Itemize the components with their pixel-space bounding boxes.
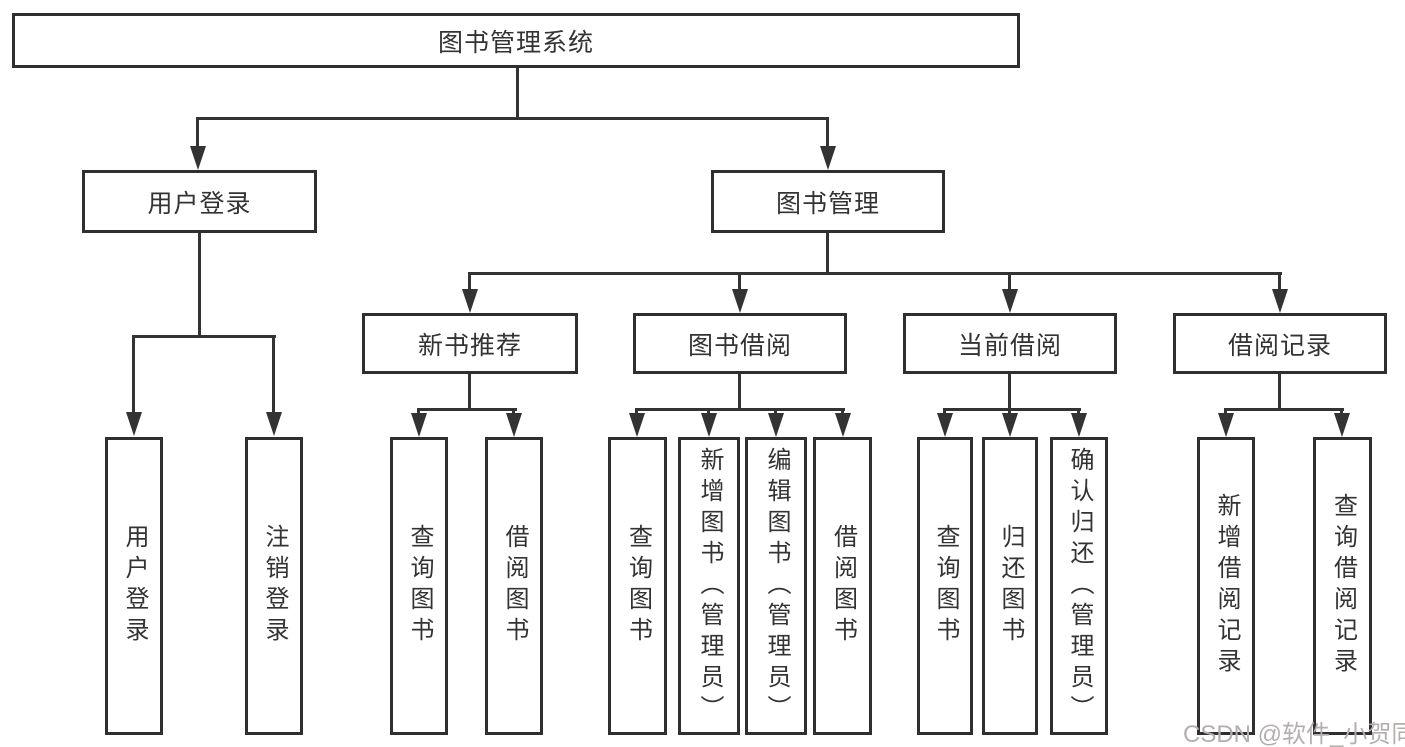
connector-line bbox=[1008, 373, 1011, 411]
leaf-query-books-3-label: 查询图书 bbox=[932, 524, 959, 648]
leaf-user-login-label: 用户登录 bbox=[121, 524, 148, 648]
node-current-borrow-label: 当前借阅 bbox=[957, 331, 1062, 360]
leaf-edit-books-admin-label: 编辑图书（管理员） bbox=[763, 446, 790, 726]
leaf-return-books: 归还图书 bbox=[982, 437, 1038, 735]
connector-line bbox=[738, 373, 741, 411]
connector-line bbox=[1224, 408, 1227, 416]
csdn-watermark: CSDN @软件_小贺同学 bbox=[1183, 721, 1405, 747]
leaf-borrow-books-2: 借阅图书 bbox=[813, 437, 872, 735]
leaf-return-books-label: 归还图书 bbox=[997, 524, 1024, 648]
arrowhead-icon bbox=[1002, 413, 1018, 437]
connector-line bbox=[132, 335, 135, 413]
arrowhead-icon bbox=[190, 146, 206, 170]
node-borrow-records: 借阅记录 bbox=[1173, 313, 1387, 374]
leaf-logout: 注销登录 bbox=[245, 437, 303, 735]
arrowhead-icon bbox=[411, 413, 427, 437]
arrowhead-icon bbox=[701, 413, 717, 437]
connector-line bbox=[198, 232, 201, 338]
connector-line bbox=[1340, 408, 1343, 416]
connector-line bbox=[196, 117, 829, 120]
leaf-borrow-books-2-label: 借阅图书 bbox=[829, 524, 857, 648]
arrowhead-icon bbox=[1272, 289, 1288, 313]
connector-line bbox=[841, 408, 844, 416]
leaf-query-books-2: 查询图书 bbox=[608, 437, 667, 735]
node-library-system-label: 图书管理系统 bbox=[437, 28, 594, 57]
node-book-management-label: 图书管理 bbox=[775, 189, 880, 218]
node-user-login: 用户登录 bbox=[82, 170, 317, 233]
node-current-borrow: 当前借阅 bbox=[903, 313, 1117, 374]
leaf-add-borrow-record-label: 新增借阅记录 bbox=[1213, 493, 1240, 679]
connector-line bbox=[707, 408, 710, 416]
connector-line bbox=[1224, 408, 1344, 411]
connector-line bbox=[1278, 373, 1281, 411]
node-book-borrow-label: 图书借阅 bbox=[687, 331, 792, 360]
node-new-book-recommend: 新书推荐 bbox=[362, 313, 578, 374]
arrowhead-icon bbox=[1334, 413, 1350, 437]
leaf-edit-books-admin: 编辑图书（管理员） bbox=[745, 437, 807, 735]
connector-line bbox=[417, 408, 420, 416]
connector-line bbox=[272, 335, 275, 413]
connector-line bbox=[468, 373, 471, 411]
connector-line bbox=[635, 408, 845, 411]
arrowhead-icon bbox=[835, 413, 851, 437]
arrowhead-icon bbox=[266, 412, 282, 436]
leaf-add-borrow-record: 新增借阅记录 bbox=[1197, 437, 1255, 735]
leaf-query-books-1-label: 查询图书 bbox=[406, 524, 433, 648]
arrowhead-icon bbox=[768, 413, 784, 437]
leaf-confirm-return-admin: 确认归还（管理员） bbox=[1050, 437, 1108, 735]
connector-line bbox=[635, 408, 638, 416]
node-book-management: 图书管理 bbox=[711, 170, 945, 233]
connector-line bbox=[417, 408, 517, 411]
connector-line bbox=[1077, 408, 1080, 416]
arrowhead-icon bbox=[1218, 413, 1234, 437]
connector-line bbox=[826, 232, 829, 275]
node-new-book-recommend-label: 新书推荐 bbox=[417, 331, 522, 360]
arrowhead-icon bbox=[820, 146, 836, 170]
arrowhead-icon bbox=[937, 413, 953, 437]
leaf-query-books-3: 查询图书 bbox=[917, 437, 973, 735]
node-user-login-label: 用户登录 bbox=[147, 189, 252, 218]
connector-line bbox=[943, 408, 1081, 411]
arrowhead-icon bbox=[1002, 289, 1018, 313]
leaf-logout-label: 注销登录 bbox=[261, 524, 288, 648]
connector-line bbox=[1008, 272, 1011, 292]
leaf-user-login: 用户登录 bbox=[105, 437, 163, 735]
leaf-query-borrow-record-label: 查询借阅记录 bbox=[1329, 493, 1357, 679]
connector-line bbox=[516, 66, 519, 120]
arrowhead-icon bbox=[629, 413, 645, 437]
leaf-add-books-admin-label: 新增图书（管理员） bbox=[696, 446, 723, 726]
arrowhead-icon bbox=[732, 289, 748, 313]
connector-line bbox=[512, 408, 515, 416]
connector-line bbox=[468, 272, 1282, 275]
connector-line bbox=[826, 117, 829, 147]
leaf-add-books-admin: 新增图书（管理员） bbox=[678, 437, 740, 735]
node-library-system: 图书管理系统 bbox=[12, 13, 1020, 68]
node-book-borrow: 图书借阅 bbox=[633, 313, 847, 374]
connector-line bbox=[468, 272, 471, 292]
leaf-query-books-2-label: 查询图书 bbox=[624, 524, 652, 648]
arrowhead-icon bbox=[1071, 413, 1087, 437]
connector-line bbox=[738, 272, 741, 292]
leaf-borrow-books-1: 借阅图书 bbox=[485, 437, 543, 735]
connector-line bbox=[196, 117, 199, 147]
connector-line bbox=[1008, 408, 1011, 416]
arrowhead-icon bbox=[506, 413, 522, 437]
leaf-query-borrow-record: 查询借阅记录 bbox=[1313, 437, 1372, 735]
connector-line bbox=[1278, 272, 1281, 292]
leaf-borrow-books-1-label: 借阅图书 bbox=[501, 524, 528, 648]
connector-line bbox=[774, 408, 777, 416]
arrowhead-icon bbox=[126, 412, 142, 436]
arrowhead-icon bbox=[462, 289, 478, 313]
node-borrow-records-label: 借阅记录 bbox=[1227, 331, 1332, 360]
connector-line bbox=[943, 408, 946, 416]
leaf-query-books-1: 查询图书 bbox=[390, 437, 448, 735]
connector-line bbox=[132, 335, 276, 338]
leaf-confirm-return-admin-label: 确认归还（管理员） bbox=[1066, 446, 1093, 726]
